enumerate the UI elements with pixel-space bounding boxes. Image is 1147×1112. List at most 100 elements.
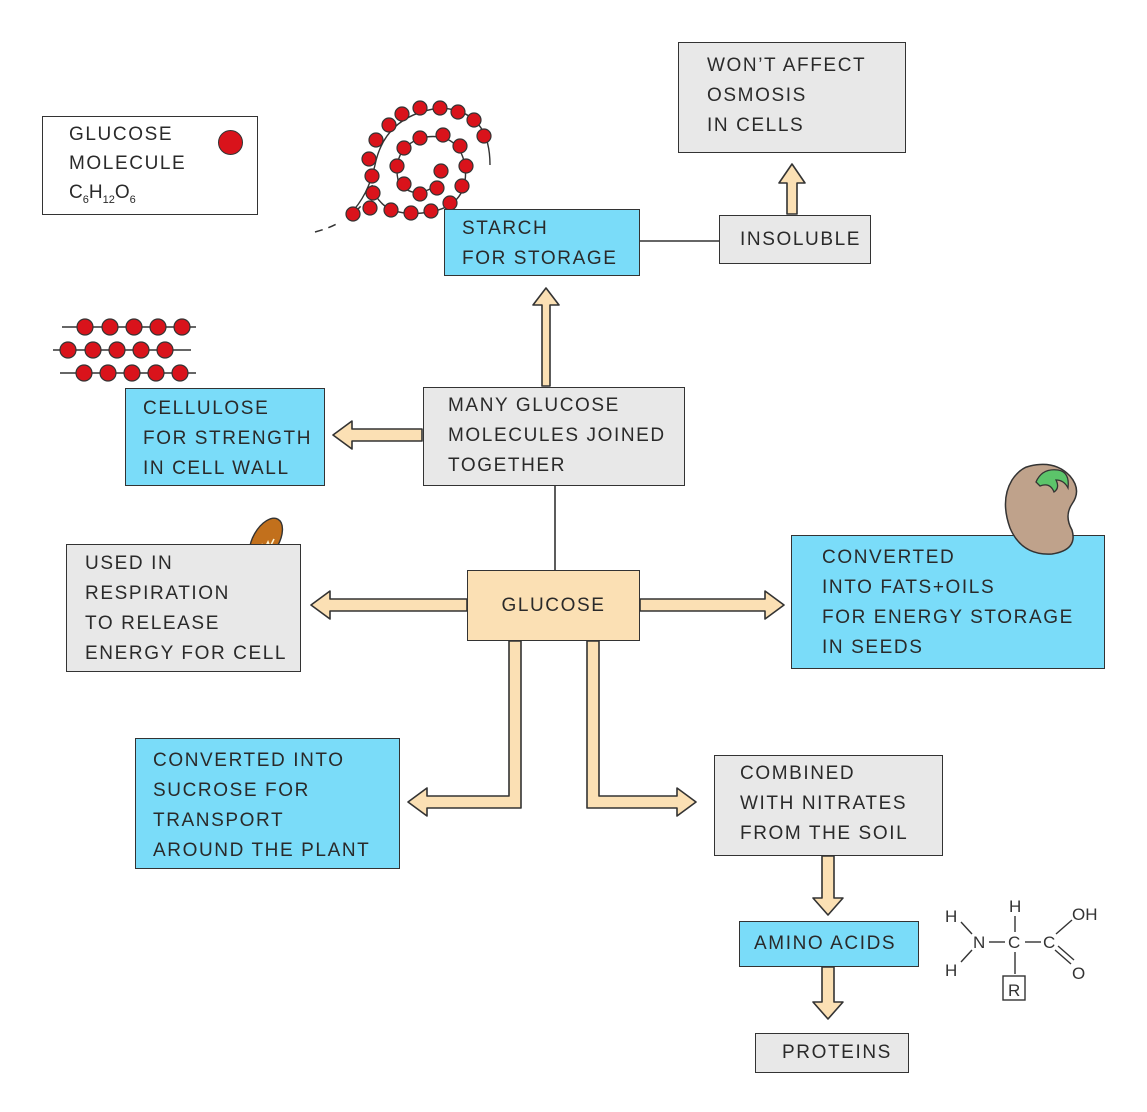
osmosis-line-1: WON’T AFFECT xyxy=(707,55,867,76)
cellulose-line-3: IN CELL WALL xyxy=(143,458,290,479)
respiration-line-4: ENERGY FOR CELL xyxy=(85,643,288,664)
arrow-to-proteins xyxy=(812,966,844,1020)
glucose-bead-icon xyxy=(149,318,167,336)
glucose-bead-icon xyxy=(108,341,126,359)
fats-line-4: IN SEEDS xyxy=(822,637,924,658)
amino-oh: OH xyxy=(1072,905,1098,924)
sucrose-line-3: TRANSPORT xyxy=(153,810,285,831)
glucose-bead-icon xyxy=(389,158,405,174)
amino-h-top: H xyxy=(1009,897,1021,916)
glucose-bead-icon xyxy=(423,203,439,219)
fats-line-3: FOR ENERGY STORAGE xyxy=(822,607,1074,628)
arrow-to-cellulose xyxy=(332,420,423,450)
glucose-bead-icon xyxy=(368,132,384,148)
glucose-bead-icon xyxy=(412,100,428,116)
glucose-bead-icon xyxy=(394,106,410,122)
glucose-bead-icon xyxy=(173,318,191,336)
amino-h-left-top: H xyxy=(945,907,957,926)
polymer-line-1: MANY GLUCOSE xyxy=(448,395,620,416)
glucose-bead-icon xyxy=(101,318,119,336)
fats-line-1: CONVERTED xyxy=(822,547,956,568)
sucrose-line-4: AROUND THE PLANT xyxy=(153,840,371,861)
cellulose-line-2: FOR STRENGTH xyxy=(143,428,313,449)
glucose-bead-icon xyxy=(435,127,451,143)
amino-c2: C xyxy=(1043,933,1055,952)
glucose-bead-icon xyxy=(466,112,482,128)
arrow-to-amino xyxy=(812,855,844,916)
glucose-bead-icon xyxy=(429,180,445,196)
arrow-to-fats xyxy=(639,590,785,620)
starch-line-2: FOR STORAGE xyxy=(462,248,618,269)
polymer-line-3: TOGETHER xyxy=(448,455,567,476)
arrow-to-nitrates xyxy=(586,640,697,817)
arrow-to-osmosis xyxy=(778,163,806,215)
amino-h-left-bottom: H xyxy=(945,961,957,980)
amino-n: N xyxy=(973,933,985,952)
glucose-bead-icon xyxy=(412,130,428,146)
glucose-bead-icon xyxy=(84,341,102,359)
amino-box: AMINO ACIDS xyxy=(739,921,919,967)
arrow-to-sucrose xyxy=(407,640,522,817)
osmosis-line-2: OSMOSIS xyxy=(707,85,807,106)
amino-r: R xyxy=(1008,981,1020,1000)
insoluble-box: INSOLUBLE xyxy=(719,215,871,264)
glucose-bead-icon xyxy=(365,185,381,201)
glucose-bead-icon xyxy=(132,341,150,359)
glucose-bead-icon xyxy=(76,318,94,336)
polymer-box: MANY GLUCOSE MOLECULES JOINED TOGETHER xyxy=(423,387,685,486)
seed-icon xyxy=(1004,463,1078,555)
amino-label: AMINO ACIDS xyxy=(754,933,897,954)
glucose-bead-icon xyxy=(156,341,174,359)
glucose-bead-icon xyxy=(147,364,165,382)
glucose-key-line-2: MOLECULE xyxy=(69,153,187,174)
nitrates-box: COMBINED WITH NITRATES FROM THE SOIL xyxy=(714,755,943,856)
amino-o: O xyxy=(1072,964,1085,983)
glucose-bead-icon xyxy=(396,140,412,156)
amino-acid-structure-icon xyxy=(960,916,1075,1001)
insoluble-label: INSOLUBLE xyxy=(740,229,862,250)
glucose-bead-icon xyxy=(432,100,448,116)
glucose-bead-icon xyxy=(125,318,143,336)
proteins-label: PROTEINS xyxy=(782,1042,892,1063)
respiration-box: USED IN RESPIRATION TO RELEASE ENERGY FO… xyxy=(66,544,301,672)
glucose-bead-icon xyxy=(442,195,458,211)
sucrose-line-1: CONVERTED INTO xyxy=(153,750,345,771)
arrow-to-starch xyxy=(532,287,560,387)
cellulose-line-1: CELLULOSE xyxy=(143,398,270,419)
nitrates-line-2: WITH NITRATES xyxy=(740,793,908,814)
osmosis-line-3: IN CELLS xyxy=(707,115,805,136)
glucose-bead-icon xyxy=(361,151,377,167)
nitrates-line-3: FROM THE SOIL xyxy=(740,823,909,844)
glucose-bead-icon xyxy=(458,158,474,174)
glucose-bead-icon xyxy=(476,128,492,144)
respiration-line-1: USED IN xyxy=(85,553,174,574)
glucose-bead-icon xyxy=(403,205,419,221)
sucrose-line-2: SUCROSE FOR xyxy=(153,780,310,801)
glucose-bead-icon xyxy=(362,200,378,216)
glucose-center-box: GLUCOSE xyxy=(467,570,640,641)
arrow-to-respiration xyxy=(310,590,468,620)
glucose-bead-icon xyxy=(383,202,399,218)
cellulose-box: CELLULOSE FOR STRENGTH IN CELL WALL xyxy=(125,388,325,486)
starch-spiral-icon xyxy=(314,100,492,233)
glucose-formula: C6H12O6 xyxy=(69,182,136,206)
respiration-line-2: RESPIRATION xyxy=(85,583,230,604)
glucose-key-line-1: GLUCOSE xyxy=(69,124,174,145)
glucose-bead-icon xyxy=(171,364,189,382)
glucose-bead-icon xyxy=(99,364,117,382)
respiration-line-3: TO RELEASE xyxy=(85,613,220,634)
starch-line-1: STARCH xyxy=(462,218,549,239)
proteins-box: PROTEINS xyxy=(755,1033,909,1073)
starch-box: STARCH FOR STORAGE xyxy=(444,209,640,276)
sucrose-box: CONVERTED INTO SUCROSE FOR TRANSPORT ARO… xyxy=(135,738,400,869)
glucose-bead-icon xyxy=(412,186,428,202)
glucose-bead-icon xyxy=(452,138,468,154)
amino-c1: C xyxy=(1008,933,1020,952)
glucose-bead-icon xyxy=(381,117,397,133)
fats-box: CONVERTED INTO FATS+OILS FOR ENERGY STOR… xyxy=(791,535,1105,669)
glucose-center-label: GLUCOSE xyxy=(501,595,606,616)
fats-line-2: INTO FATS+OILS xyxy=(822,577,996,598)
glucose-bead-icon xyxy=(433,163,449,179)
glucose-bead-icon xyxy=(345,206,361,222)
